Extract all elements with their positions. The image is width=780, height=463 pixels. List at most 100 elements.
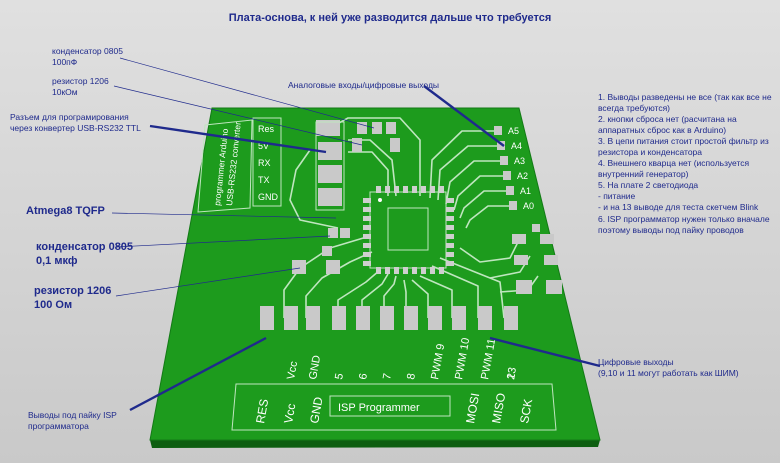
isp-box [231,383,557,431]
mcu-pad [446,252,454,257]
header-pad [332,306,346,330]
connector-pin-label: GND [258,192,279,202]
mcu-pad [363,252,371,257]
mcu-pad [363,243,371,248]
label-capacitor-bottom: конденсатор 0805 0,1 мкф [36,241,134,267]
mcu-pad [363,261,371,266]
bottom-pin-label: 2 [505,372,518,380]
mcu-pads [363,186,454,274]
analog-pin-label: A3 [514,156,525,166]
analog-pad [509,201,517,210]
note-item: 5. На плате 2 светодиода [598,180,699,191]
page-title: Плата-основа, к ней уже разводится дальш… [228,12,552,24]
label-mcu: Atmega8 TQFP [26,205,105,217]
analog-pad [494,126,502,135]
header-pad [452,306,466,330]
mcu-pad [446,243,454,248]
mcu-pad [394,186,399,193]
analog-pin-label: A4 [511,141,522,151]
note-item: 2. кнопки сброса нет (расчитана на аппар… [598,114,737,136]
connector-pin-label: TX [258,175,270,185]
mcu-pad [363,216,371,221]
header-pad [404,306,418,330]
label-capacitor-top: конденсатор 0805 100пФ [52,46,123,67]
bottom-pin-label: 5 [333,372,346,380]
analog-pads [494,126,517,210]
mcu-pad [412,267,417,274]
mcu-pad [446,216,454,221]
analog-pin-label: A0 [523,201,534,211]
note-item: - питание [598,191,636,202]
header-pad [356,306,370,330]
mcu-pad [446,234,454,239]
label-connector: Разъем для програмирования через конверт… [10,112,141,133]
mcu-pad [430,267,435,274]
label-digital-outputs: Цифровые выходы (9,10 и 11 могут работат… [598,357,739,378]
header-pad [260,306,274,330]
mcu-pad [446,198,454,203]
leader-lines [111,57,601,412]
mcu-pad [421,267,426,274]
left-components [292,228,350,274]
note-item: 4. Внешнего кварца нет (используется вну… [598,158,750,180]
mcu-pad [363,207,371,212]
analog-pad [503,171,511,180]
analog-pad [497,141,505,150]
header-pad [306,306,320,330]
connector-pin-label: Res [258,124,275,134]
isp-caption: ISP Programmer [338,402,420,414]
mcu-pad [439,267,444,274]
mcu-pad [403,186,408,193]
mcu-pad [446,207,454,212]
mcu-pad [363,225,371,230]
board-edge [150,440,600,448]
right-pads [512,224,562,294]
mcu-pad [376,267,381,274]
mcu-pad [403,267,408,274]
top-components [352,122,400,152]
mcu-pad [439,186,444,193]
label-analog: Аналоговые входы/цифровые выходы [288,80,440,90]
mcu-pad [385,186,390,193]
connector-pin-label: RX [258,158,271,168]
header-pad [428,306,442,330]
analog-pad [500,156,508,165]
label-isp-pins: Выводы под пайку ISP программатора [28,410,117,431]
mcu-pad [363,234,371,239]
mcu-pad [363,198,371,203]
connector-block [197,117,345,213]
note-item: 3. В цепи питания стоит простой фильтр и… [598,136,769,158]
header-pad [380,306,394,330]
note-item: 6. ISP программатор нужен только вначале… [598,213,770,235]
bottom-pin-label: 7 [381,372,394,380]
mcu-pad [446,261,454,266]
isp-pin-label: SCK [517,398,535,425]
isp-pin-label: MOSI [463,392,482,425]
isp-pin-label: GND [307,396,325,425]
connector-pin-label: 5V [258,141,269,151]
header-pad [504,306,518,330]
label-resistor-bottom: резистор 1206 100 Ом [34,285,112,311]
notes-list: 1. Выводы разведены не все (так как все … [598,92,776,236]
isp-pin-label: MISO [489,392,508,425]
mcu-pad [385,267,390,274]
mcu-pad [376,186,381,193]
note-item: 1. Выводы разведены не все (так как все … [598,92,772,114]
mcu-pad [394,267,399,274]
bottom-pin-label: GND [307,354,323,380]
mcu-pad [446,225,454,230]
bottom-pin-label: 8 [405,372,418,380]
bottom-pin-label: 6 [357,372,370,380]
header-pad [478,306,492,330]
analog-pad [506,186,514,195]
analog-pin-label: A5 [508,126,519,136]
isp-pin-label: Vcc [281,402,298,424]
mcu-pad [430,186,435,193]
header-pad [284,306,298,330]
bottom-pin-label: Vcc [285,360,300,381]
analog-pin-label: A1 [520,186,531,196]
